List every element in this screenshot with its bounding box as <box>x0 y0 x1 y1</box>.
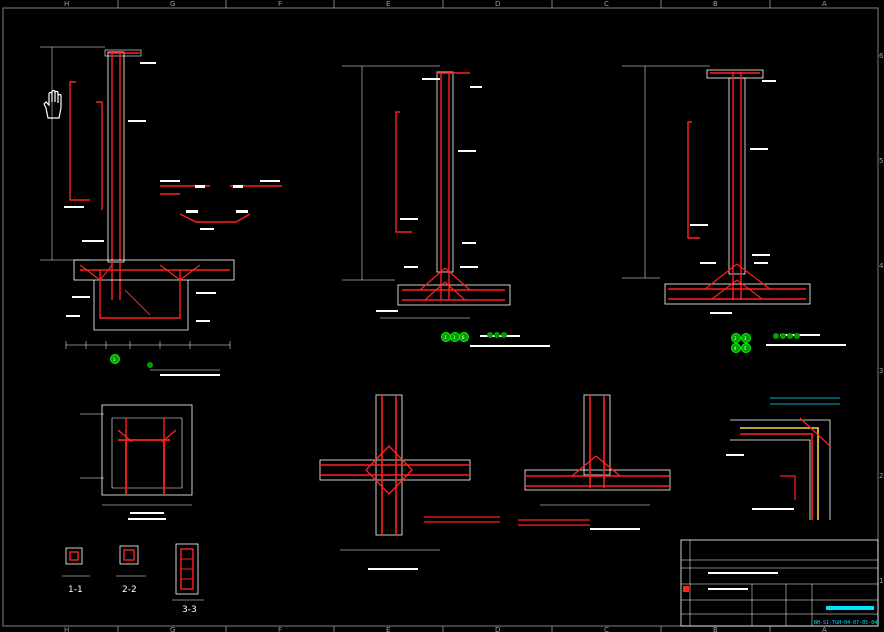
row-label: 2 <box>879 472 883 480</box>
detail-1-bubble-label: 1 <box>113 357 116 362</box>
t-joint-detail <box>518 394 671 530</box>
col-label: E <box>386 626 390 632</box>
col-label: D <box>495 626 500 632</box>
col-label: C <box>604 626 609 632</box>
row-label: 1 <box>879 577 883 585</box>
col-label: G <box>170 626 175 632</box>
title-block <box>680 539 879 627</box>
bubble-label: 1 <box>444 335 447 340</box>
cross-joint-detail <box>319 394 500 570</box>
col-label: D <box>495 0 500 8</box>
section-2-2-label: 2-2 <box>122 585 137 595</box>
detail-1-lap-bars <box>160 185 282 223</box>
column-labels-bottom: H G F E D C B A <box>64 626 827 632</box>
col-label: A <box>822 0 827 8</box>
col-label: F <box>278 626 282 632</box>
col-label: F <box>278 0 282 8</box>
bubble-label: 3 <box>744 336 747 341</box>
section-1-1 <box>62 547 90 577</box>
col-label: A <box>822 626 827 632</box>
column-labels-top: H G F E D C B A <box>64 0 827 8</box>
hand-cursor-icon <box>43 90 62 119</box>
bubble-label: 4 <box>734 346 737 351</box>
col-label: B <box>713 626 718 632</box>
bubble-label: 5 <box>744 346 747 351</box>
row-label: 3 <box>879 367 883 375</box>
frame-ticks <box>117 0 771 632</box>
row-labels-right: 6 5 4 3 2 1 <box>879 52 884 585</box>
col-label: H <box>64 626 69 632</box>
bubble-label: 1 <box>453 335 456 340</box>
col-label: C <box>604 0 609 8</box>
box-section-detail <box>80 404 193 520</box>
detail-2-wall-footing <box>342 65 550 347</box>
detail-1-wall-footing <box>40 46 235 376</box>
col-label: G <box>170 0 175 8</box>
section-3-3-label: 3-3 <box>182 605 197 615</box>
detail-1-title-bubble <box>147 362 153 368</box>
drawing-number: BH-S1-TGH-04-07-05-04 <box>814 620 877 626</box>
section-1-1-label: 1-1 <box>68 585 83 595</box>
bubble-label: 6 <box>462 335 465 340</box>
col-label: B <box>713 0 718 8</box>
detail-1-bubble <box>110 354 120 364</box>
detail-3-wall-footing <box>622 65 846 346</box>
col-label: H <box>64 0 69 8</box>
row-label: 5 <box>879 157 883 165</box>
section-3-3 <box>172 543 204 601</box>
detail-2-bubbles: 1 1 6 <box>441 332 507 342</box>
corner-joint-detail <box>726 397 840 520</box>
bubble-label: 2 <box>734 336 737 341</box>
section-2-2 <box>116 545 146 577</box>
row-label: 6 <box>879 52 884 60</box>
row-label: 4 <box>879 262 884 270</box>
col-label: E <box>386 0 390 8</box>
detail-3-bubbles: 2 3 4 5 <box>731 333 800 353</box>
